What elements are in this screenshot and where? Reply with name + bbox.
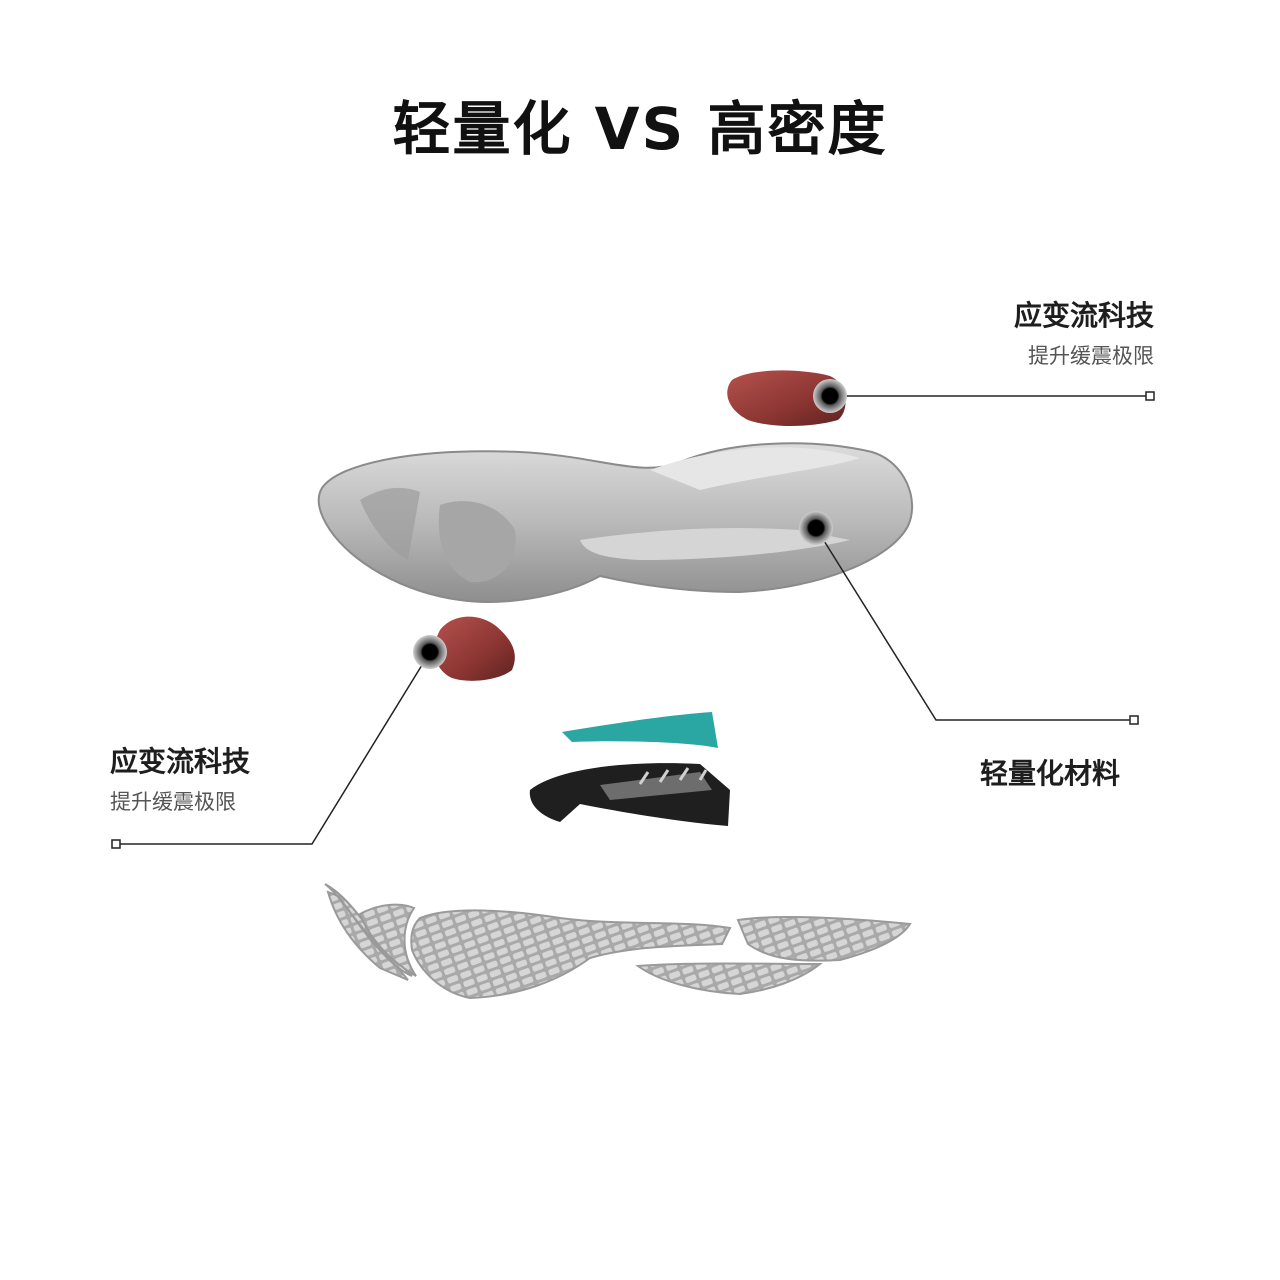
black-shank-shape (530, 763, 730, 826)
outsole-shapes (325, 884, 910, 998)
callout-title: 应变流科技 (110, 740, 250, 780)
callout-subtitle: 提升缓震极限 (1014, 340, 1154, 370)
line-end-marker (112, 840, 120, 848)
callout-dot (413, 635, 447, 669)
callout-subtitle: 提升缓震极限 (110, 786, 250, 816)
line-end-marker (1146, 392, 1154, 400)
line-end-marker (1130, 716, 1138, 724)
callout-title: 应变流科技 (1014, 294, 1154, 334)
callout-left: 应变流科技 提升缓震极限 (110, 740, 250, 816)
callout-dot (813, 379, 847, 413)
callout-right: 轻量化材料 (980, 752, 1120, 792)
callout-top-right: 应变流科技 提升缓震极限 (1014, 294, 1154, 370)
teal-plate-shape (562, 712, 718, 748)
callout-dot (799, 511, 833, 545)
callout-title: 轻量化材料 (980, 752, 1120, 792)
